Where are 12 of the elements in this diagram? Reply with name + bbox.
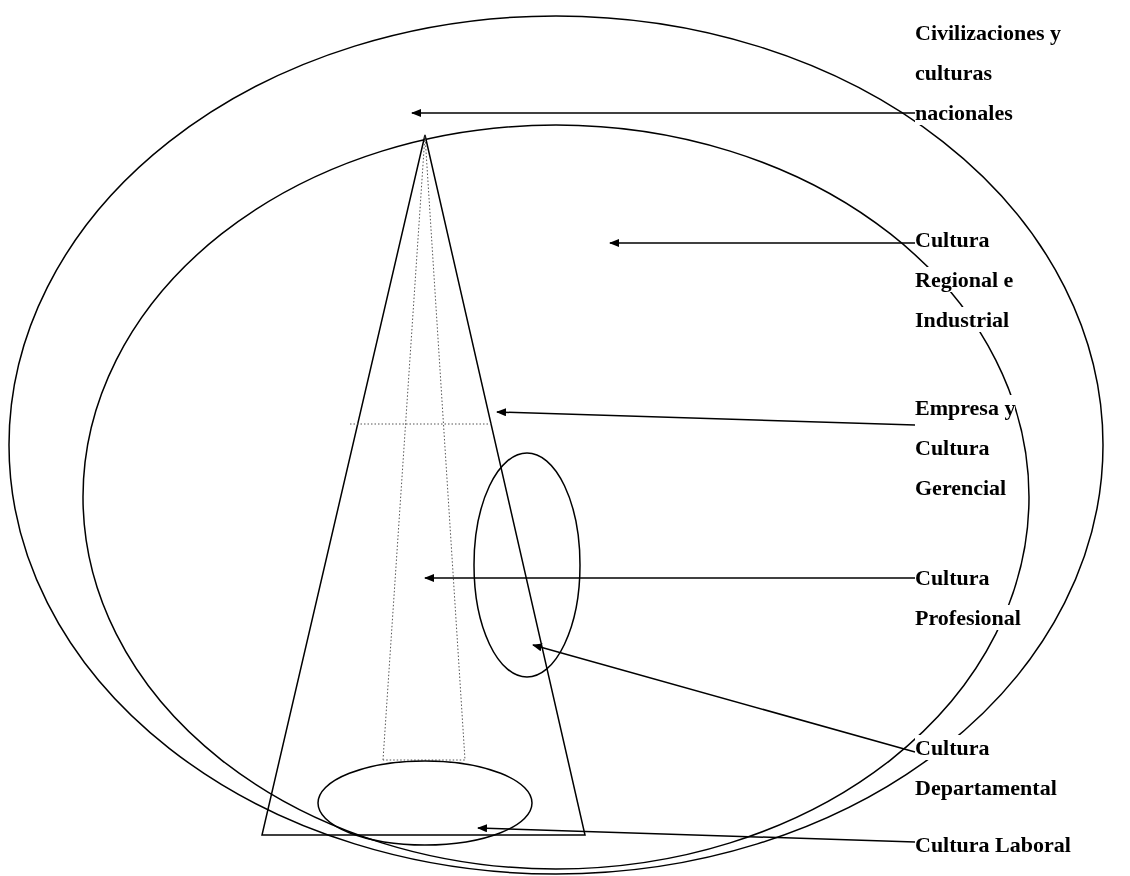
ellipse: [473, 452, 581, 678]
leader-line: [477, 824, 916, 843]
leader-line: [411, 109, 916, 117]
outer-circle: [8, 15, 1104, 875]
leader-line: [424, 574, 916, 582]
triangle: [262, 135, 585, 835]
ellipse: [317, 760, 533, 846]
leader-line: [532, 643, 916, 753]
leader-line: [609, 239, 916, 247]
leader-line: [496, 408, 916, 426]
dotted-triangle: [383, 135, 465, 760]
label-text: Cultura Laboral: [915, 825, 1115, 865]
